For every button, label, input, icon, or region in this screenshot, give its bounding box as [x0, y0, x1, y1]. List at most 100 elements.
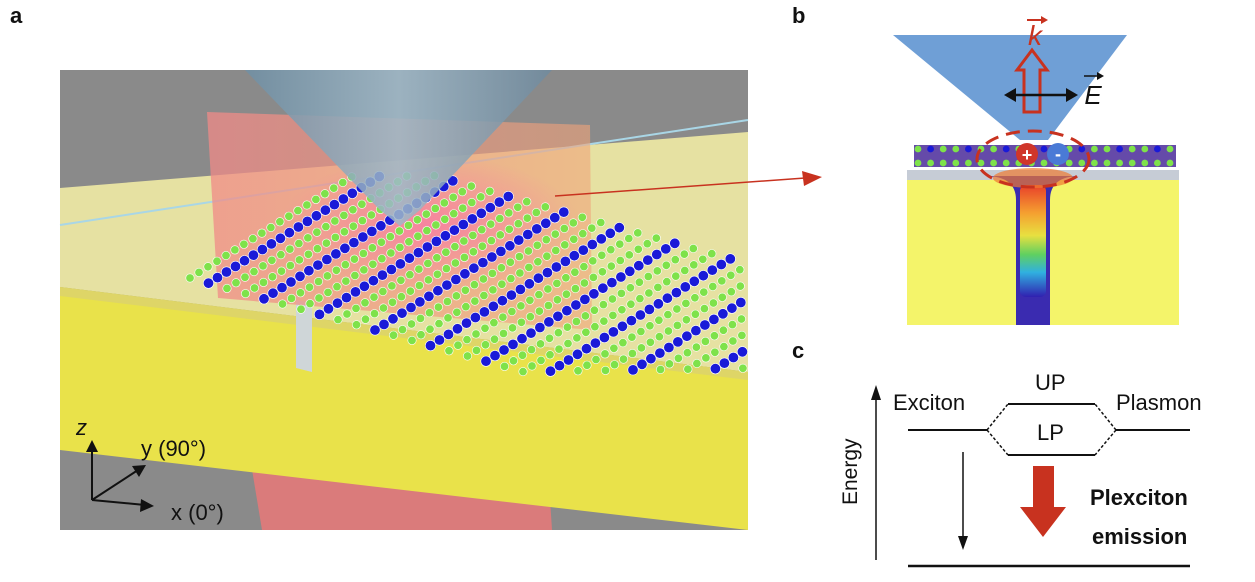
negative-charge — [1047, 143, 1069, 165]
chalcogen-atom — [285, 260, 295, 270]
chalcogen-atom — [534, 290, 544, 300]
chalcogen-atom — [351, 303, 361, 313]
chalcogen-atom — [487, 268, 497, 278]
metal-atom — [553, 360, 565, 372]
metal-atom — [340, 292, 352, 304]
metal-atom — [256, 244, 268, 256]
chalcogen-atom — [313, 276, 323, 286]
metal-atom — [484, 202, 496, 214]
chalcogen-atom — [423, 258, 433, 268]
chalcogen-atom — [728, 336, 738, 346]
chalcogen-atom — [329, 183, 339, 193]
metal-atom — [645, 353, 657, 365]
chalcogen-atom — [507, 306, 517, 316]
strip-atom — [1078, 159, 1086, 167]
metal-atom — [643, 303, 655, 315]
chalcogen-atom — [369, 309, 379, 319]
metal-atom — [459, 268, 471, 280]
metal-atom — [697, 270, 709, 282]
chalcogen-atom — [568, 218, 578, 228]
lp-label: LP — [1037, 420, 1064, 445]
chalcogen-atom — [388, 330, 398, 340]
chalcogen-atom — [598, 300, 608, 310]
metal-atom — [715, 258, 727, 270]
chalcogen-atom — [367, 243, 377, 253]
metal-atom — [615, 271, 627, 283]
axis-z-label: z — [75, 415, 87, 440]
metal-atom — [457, 219, 469, 231]
chalcogen-atom — [357, 199, 367, 209]
metal-atom — [276, 282, 288, 294]
chalcogen-atom — [636, 326, 646, 336]
chalcogen-atom — [414, 264, 424, 274]
strip-atom — [1141, 159, 1149, 167]
chalcogen-atom — [550, 229, 560, 239]
metal-atom — [505, 289, 517, 301]
tip-b — [893, 35, 1127, 140]
chalcogen-atom — [606, 261, 616, 271]
emission-label-line2: emission — [1092, 524, 1187, 549]
chalcogen-atom — [461, 302, 471, 312]
chalcogen-atom — [670, 255, 680, 265]
metal-atom — [430, 235, 442, 247]
chalcogen-atom — [396, 275, 406, 285]
chalcogen-atom — [516, 301, 526, 311]
plasmon-label: Plasmon — [1116, 390, 1202, 415]
chalcogen-atom — [645, 321, 655, 331]
metal-atom — [357, 231, 369, 243]
chalcogen-atom — [488, 285, 498, 295]
chalcogen-atom — [239, 239, 249, 249]
chalcogen-atom — [699, 287, 709, 297]
chalcogen-atom — [332, 282, 342, 292]
chalcogen-atom — [441, 264, 451, 274]
metal-atom — [349, 286, 361, 298]
chalcogen-atom — [737, 330, 747, 340]
chalcogen-atom — [378, 286, 388, 296]
chalcogen-atom — [416, 330, 426, 340]
chalcogen-atom — [341, 276, 351, 286]
chalcogen-atom — [462, 335, 472, 345]
chalcogen-atom — [293, 206, 303, 216]
metal-atom — [597, 282, 609, 294]
chalcogen-atom — [284, 211, 294, 221]
chalcogen-atom — [258, 277, 268, 287]
chalcogen-atom — [526, 345, 536, 355]
metal-atom — [330, 248, 342, 260]
chalcogen-atom — [387, 281, 397, 291]
chalcogen-atom — [661, 260, 671, 270]
strip-atom — [1103, 159, 1111, 167]
metal-atom — [588, 288, 600, 300]
metal-atom — [507, 338, 519, 350]
metal-atom — [267, 287, 279, 299]
chalcogen-atom — [560, 240, 570, 250]
strip-atom — [977, 159, 985, 167]
chalcogen-atom — [378, 303, 388, 313]
zoom-arrowhead — [802, 171, 822, 186]
metal-atom — [598, 331, 610, 343]
metal-atom — [525, 327, 537, 339]
chalcogen-atom — [710, 347, 720, 357]
chalcogen-atom — [726, 270, 736, 280]
chalcogen-atom — [366, 210, 376, 220]
chalcogen-atom — [470, 296, 480, 306]
metal-atom — [571, 348, 583, 360]
chalcogen-atom — [587, 223, 597, 233]
metal-atom — [447, 175, 459, 187]
chalcogen-atom — [617, 305, 627, 315]
metal-atom — [493, 196, 505, 208]
chalcogen-atom — [452, 307, 462, 317]
chalcogen-atom — [377, 254, 387, 264]
metal-atom — [348, 237, 360, 249]
chalcogen-atom — [597, 267, 607, 277]
chalcogen-atom — [321, 238, 331, 248]
chalcogen-atom — [588, 272, 598, 282]
chalcogen-atom — [579, 278, 589, 288]
chalcogen-atom — [582, 360, 592, 370]
chalcogen-atom — [663, 310, 673, 320]
chalcogen-atom — [554, 344, 564, 354]
metal-atom — [448, 224, 460, 236]
chalcogen-atom — [439, 198, 449, 208]
chalcogen-atom — [459, 236, 469, 246]
chalcogen-atom — [479, 290, 489, 300]
chalcogen-atom — [600, 365, 610, 375]
